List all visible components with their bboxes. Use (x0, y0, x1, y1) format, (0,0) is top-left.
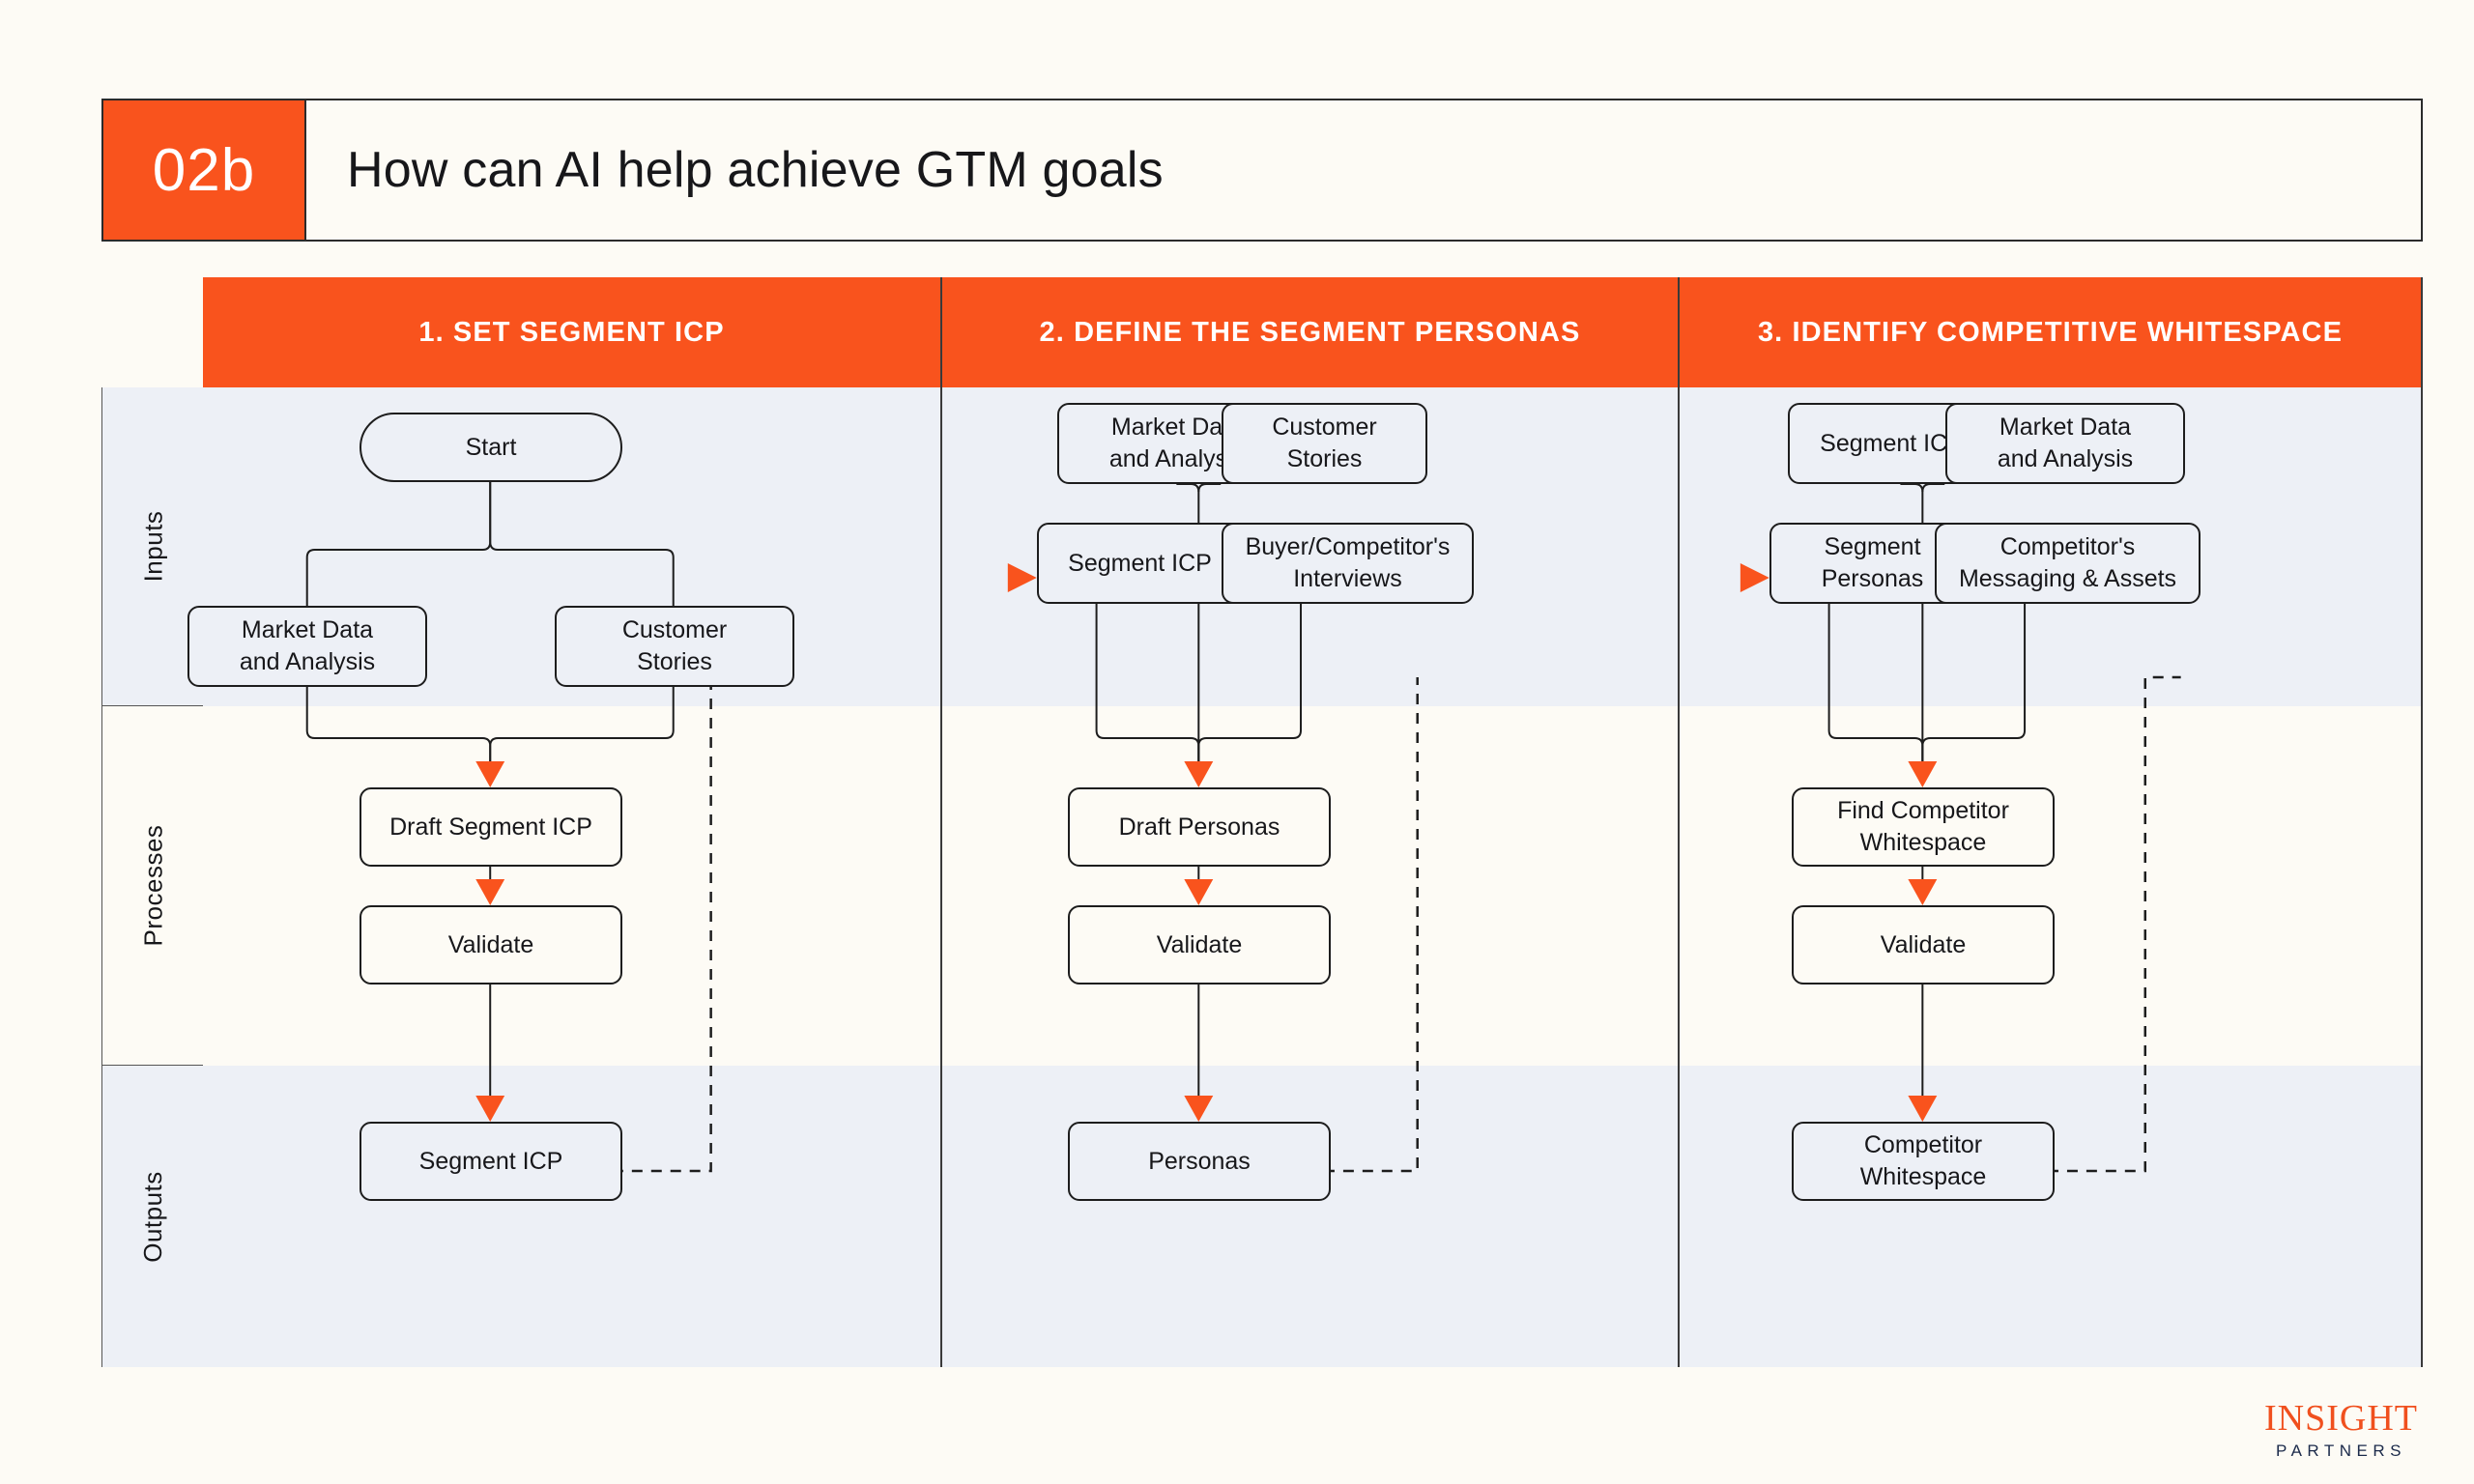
lane-2-band-outputs (942, 1066, 1678, 1367)
lane-2-header: 2. DEFINE THE SEGMENT PERSONAS (942, 277, 1678, 387)
row-label-processes-text: Processes (138, 824, 168, 947)
node-market-data-and-analysis-1[interactable]: Market Data and Analysis (187, 606, 427, 687)
lane-3-header: 3. IDENTIFY COMPETITIVE WHITESPACE (1680, 277, 2421, 387)
swimlane-diagram: Inputs Processes Outputs 1. SET SEGMENT … (101, 277, 2423, 1367)
lane-set-segment-icp: 1. SET SEGMENT ICP (187, 277, 942, 1367)
node-output-competitor-whitespace[interactable]: Competitor Whitespace (1792, 1122, 2055, 1201)
node-draft-personas[interactable]: Draft Personas (1068, 787, 1331, 867)
lane-1-band-processes (203, 706, 940, 1066)
node-validate-3[interactable]: Validate (1792, 905, 2055, 985)
row-label-outputs-text: Outputs (138, 1170, 167, 1263)
node-customer-stories-1[interactable]: Customer Stories (555, 606, 794, 687)
insight-partners-logo: INSIGHT PARTNERS (2264, 1400, 2418, 1459)
slide-number-badge: 02b (103, 100, 306, 240)
node-market-data-and-analysis-3[interactable]: Market Data and Analysis (1945, 403, 2185, 484)
lanes-container: 1. SET SEGMENT ICP (187, 277, 2423, 1367)
node-validate-2[interactable]: Validate (1068, 905, 1331, 985)
node-competitors-messaging-and-assets[interactable]: Competitor's Messaging & Assets (1935, 523, 2201, 604)
slide-header: 02b How can AI help achieve GTM goals (101, 99, 2423, 242)
lane-1-header: 1. SET SEGMENT ICP (203, 277, 940, 387)
node-output-personas[interactable]: Personas (1068, 1122, 1331, 1201)
logo-partners-text: PARTNERS (2276, 1441, 2407, 1460)
lane-identify-competitive-whitespace: 3. IDENTIFY COMPETITIVE WHITESPACE (1680, 277, 2423, 1367)
node-segment-icp-2[interactable]: Segment ICP (1037, 523, 1243, 604)
page-title: How can AI help achieve GTM goals (347, 142, 1164, 198)
lane-2-body: Market Data and Analysis Customer Storie… (942, 387, 1678, 1367)
lane-define-the-segment-personas: 2. DEFINE THE SEGMENT PERSONAS (942, 277, 1680, 1367)
row-label-column: Inputs Processes Outputs (101, 387, 204, 1367)
lane-2-band-processes (942, 706, 1678, 1066)
lane-1-connectors (305, 482, 712, 1173)
lane-3-connectors (1740, 483, 2181, 1173)
lane-2-connectors (1007, 483, 1419, 1173)
logo-insight-text: INSIGHT (2264, 1398, 2418, 1439)
node-draft-segment-icp[interactable]: Draft Segment ICP (360, 787, 622, 867)
row-label-inputs: Inputs (102, 387, 204, 706)
row-label-processes: Processes (102, 706, 204, 1066)
lane-3-band-processes (1680, 706, 2421, 1066)
node-customer-stories-2[interactable]: Customer Stories (1222, 403, 1427, 484)
lane-1-body: Start Market Data and Analysis Customer … (187, 387, 940, 1367)
lane-1-band-outputs (203, 1066, 940, 1367)
node-find-competitor-whitespace[interactable]: Find Competitor Whitespace (1792, 787, 2055, 867)
node-output-segment-icp[interactable]: Segment ICP (360, 1122, 622, 1201)
node-start[interactable]: Start (360, 413, 622, 482)
lane-3-body: Segment ICP Market Data and Analysis Seg… (1680, 387, 2421, 1367)
node-validate-1[interactable]: Validate (360, 905, 622, 985)
row-label-inputs-text: Inputs (137, 510, 167, 583)
node-buyer-competitor-interviews[interactable]: Buyer/Competitor's Interviews (1222, 523, 1474, 604)
row-label-outputs: Outputs (102, 1066, 204, 1367)
lane-3-band-outputs (1680, 1066, 2421, 1367)
